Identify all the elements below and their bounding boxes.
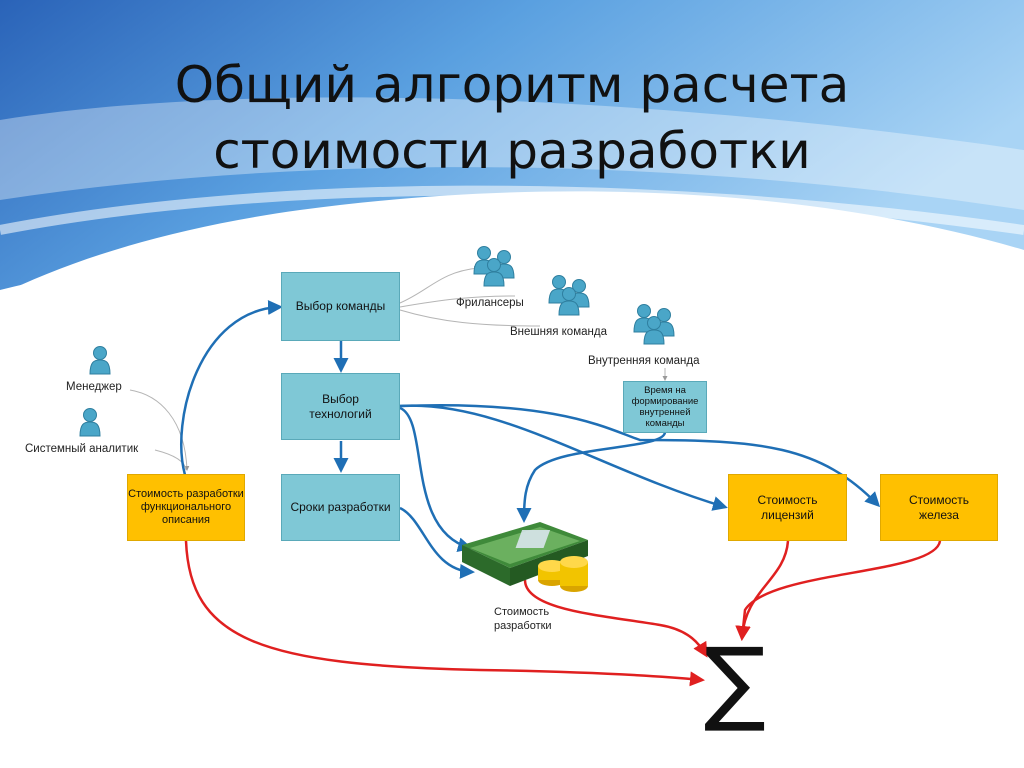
arrow-spec-to-team (180, 299, 283, 476)
coins-icon (538, 556, 588, 592)
system-analyst-icon (79, 408, 101, 437)
box-license-cost-label: Стоимость лицензий (757, 492, 818, 522)
arrow-tech-to-licenses (399, 404, 728, 511)
box-team-choice-label: Выбор команды (295, 299, 386, 313)
arrow-time-to-devcost (399, 506, 475, 579)
title-line-2: стоимости разработки (213, 122, 811, 180)
label-internal-team: Внутренняя команда (588, 355, 700, 367)
freelancers-icon (474, 247, 514, 287)
arrow-hardware-to-sum (735, 540, 942, 641)
internal-team-icon (634, 305, 674, 345)
box-team-choice: Выбор команды (281, 272, 400, 341)
connector-external (399, 295, 516, 308)
box-spec-cost-label: Стоимость разработки функционального опи… (128, 488, 244, 526)
box-hardware-cost: Стоимость железа (880, 474, 998, 541)
arrow-devcost-to-sum (523, 579, 708, 658)
money-icon (462, 522, 588, 592)
label-freelancers: Фрилансеры (456, 297, 524, 309)
label-dev-cost: Стоимость разработки (494, 606, 552, 632)
box-spec-cost: Стоимость разработки функционального опи… (127, 474, 245, 541)
box-team-time: Время на формирование внутренней команды (623, 381, 707, 433)
arrow-teamtime-to-devcost (516, 431, 667, 523)
arrow-tech-to-hardware (399, 404, 881, 508)
connector-internal (399, 309, 541, 327)
external-team-icon (549, 276, 589, 316)
box-tech-choice: Выбор технологий (281, 373, 400, 440)
box-team-time-label: Время на формирование внутренней команды (631, 385, 699, 429)
connector-freelancers (399, 265, 479, 304)
box-license-cost: Стоимость лицензий (728, 474, 847, 541)
box-dev-time-label: Сроки разработки (290, 500, 391, 514)
label-system-analyst: Системный аналитик (25, 443, 139, 455)
label-manager: Менеджер (66, 381, 122, 393)
arrow-tech-to-devcost (399, 406, 473, 553)
connector-analyst (154, 449, 187, 471)
page-title: Общий алгоритм расчета стоимости разрабо… (0, 52, 1024, 184)
box-hardware-cost-label: Стоимость железа (908, 492, 970, 522)
arrow-spec-to-sum (184, 540, 705, 687)
box-tech-choice-label: Выбор технологий (309, 391, 372, 421)
sum-symbol: ∑ (704, 628, 766, 735)
connector-manager (129, 389, 190, 471)
box-dev-time: Сроки разработки (281, 474, 400, 541)
manager-icon (89, 346, 111, 375)
title-line-1: Общий алгоритм расчета (174, 56, 850, 114)
label-external-team: Внешняя команда (510, 326, 607, 338)
